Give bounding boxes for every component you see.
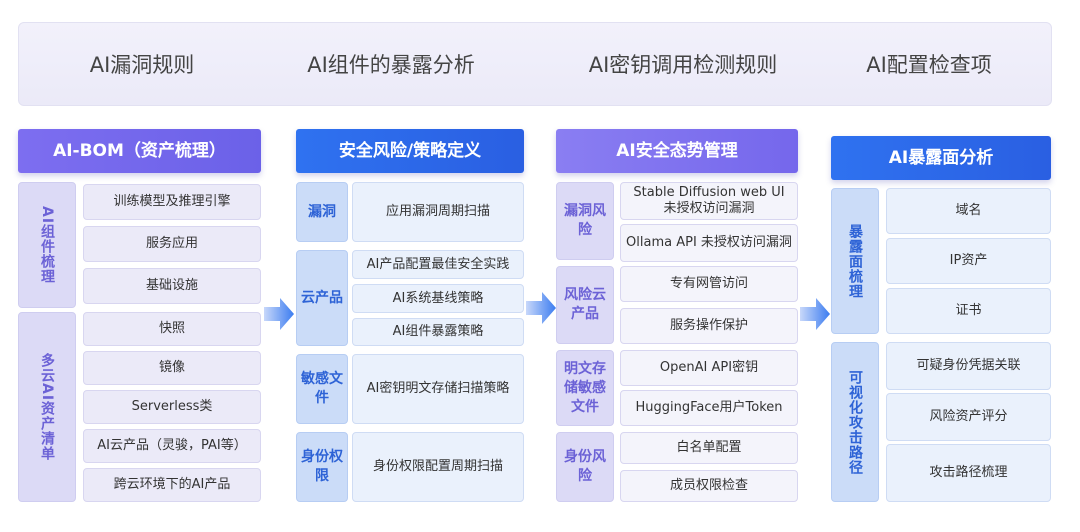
item-attack-path-analysis: 攻击路径梳理	[886, 444, 1051, 502]
item-service-operation-protection: 服务操作保护	[620, 308, 798, 344]
item-member-permission-check: 成员权限检查	[620, 470, 798, 502]
top-item-ai-component-exposure: AI组件的暴露分析	[307, 53, 475, 77]
group-label-plaintext-sensitive-files: 明文存储敏感文件	[556, 350, 614, 426]
item-risk-asset-score: 风险资产评分	[886, 393, 1051, 441]
item-ai-key-plaintext-scan: AI密钥明文存储扫描策略	[352, 354, 524, 424]
group-label-visual-attack-path: 可视化攻击路径	[831, 342, 879, 502]
item-dedicated-network-access: 专有网管访问	[620, 266, 798, 302]
item-ollama-vuln: Ollama API 未授权访问漏洞	[620, 224, 798, 262]
column-header-ai-bom: AI-BOM（资产梳理）	[18, 129, 261, 173]
item-ip-assets: IP资产	[886, 238, 1051, 284]
item-certificate: 证书	[886, 288, 1051, 334]
column-header-ai-posture: AI安全态势管理	[556, 129, 798, 173]
item-infrastructure: 基础设施	[83, 268, 261, 304]
top-item-ai-key-detection: AI密钥调用检测规则	[588, 53, 778, 77]
item-stable-diffusion-vuln: Stable Diffusion web UI 未授权访问漏洞	[620, 182, 798, 220]
group-label-cloud-product: 云产品	[296, 250, 348, 346]
item-ai-component-exposure-policy: AI组件暴露策略	[352, 318, 524, 346]
item-huggingface-token: HuggingFace用户Token	[620, 390, 798, 426]
item-serverless: Serverless类	[83, 390, 261, 424]
flow-arrow-icon	[264, 298, 294, 330]
group-label-vulnerability: 漏洞	[296, 182, 348, 242]
group-label-identity-risk: 身份风险	[556, 432, 614, 502]
item-ai-cloud-products: AI云产品（灵骏，PAI等）	[83, 429, 261, 463]
item-identity-permission-scan: 身份权限配置周期扫描	[352, 432, 524, 502]
item-openai-api-key: OpenAI API密钥	[620, 350, 798, 386]
item-domain: 域名	[886, 188, 1051, 234]
top-item-ai-config-checks: AI配置检查项	[866, 53, 992, 77]
item-service-apps: 服务应用	[83, 226, 261, 262]
item-image: 镜像	[83, 351, 261, 385]
item-training-inference-engine: 训练模型及推理引擎	[83, 184, 261, 220]
group-label-risky-cloud-product: 风险云产品	[556, 266, 614, 344]
item-app-vuln-scan: 应用漏洞周期扫描	[352, 182, 524, 242]
group-label-vuln-risk: 漏洞风险	[556, 182, 614, 260]
item-ai-system-baseline: AI系统基线策略	[352, 284, 524, 313]
group-label-exposure-surface: 暴露面梳理	[831, 188, 879, 334]
column-header-exposure-analysis: AI暴露面分析	[831, 136, 1051, 180]
group-label-multicloud-ai-assets: 多云AI资产清单	[18, 312, 76, 502]
item-suspicious-credential: 可疑身份凭据关联	[886, 342, 1051, 390]
item-snapshot: 快照	[83, 312, 261, 346]
item-cross-cloud-ai-products: 跨云环境下的AI产品	[83, 468, 261, 502]
top-item-ai-vuln-rules: AI漏洞规则	[89, 53, 195, 77]
item-whitelist-config: 白名单配置	[620, 432, 798, 464]
column-header-security-policy: 安全风险/策略定义	[296, 129, 524, 173]
item-ai-product-best-practice: AI产品配置最佳安全实践	[352, 250, 524, 279]
flow-arrow-icon	[526, 292, 556, 324]
group-label-identity-permission: 身份权限	[296, 432, 348, 502]
top-summary-bar: AI漏洞规则 AI组件的暴露分析 AI密钥调用检测规则 AI配置检查项	[18, 22, 1052, 106]
flow-arrow-icon	[800, 298, 830, 330]
group-label-sensitive-files: 敏感文件	[296, 354, 348, 424]
group-label-ai-components: AI组件梳理	[18, 182, 76, 308]
